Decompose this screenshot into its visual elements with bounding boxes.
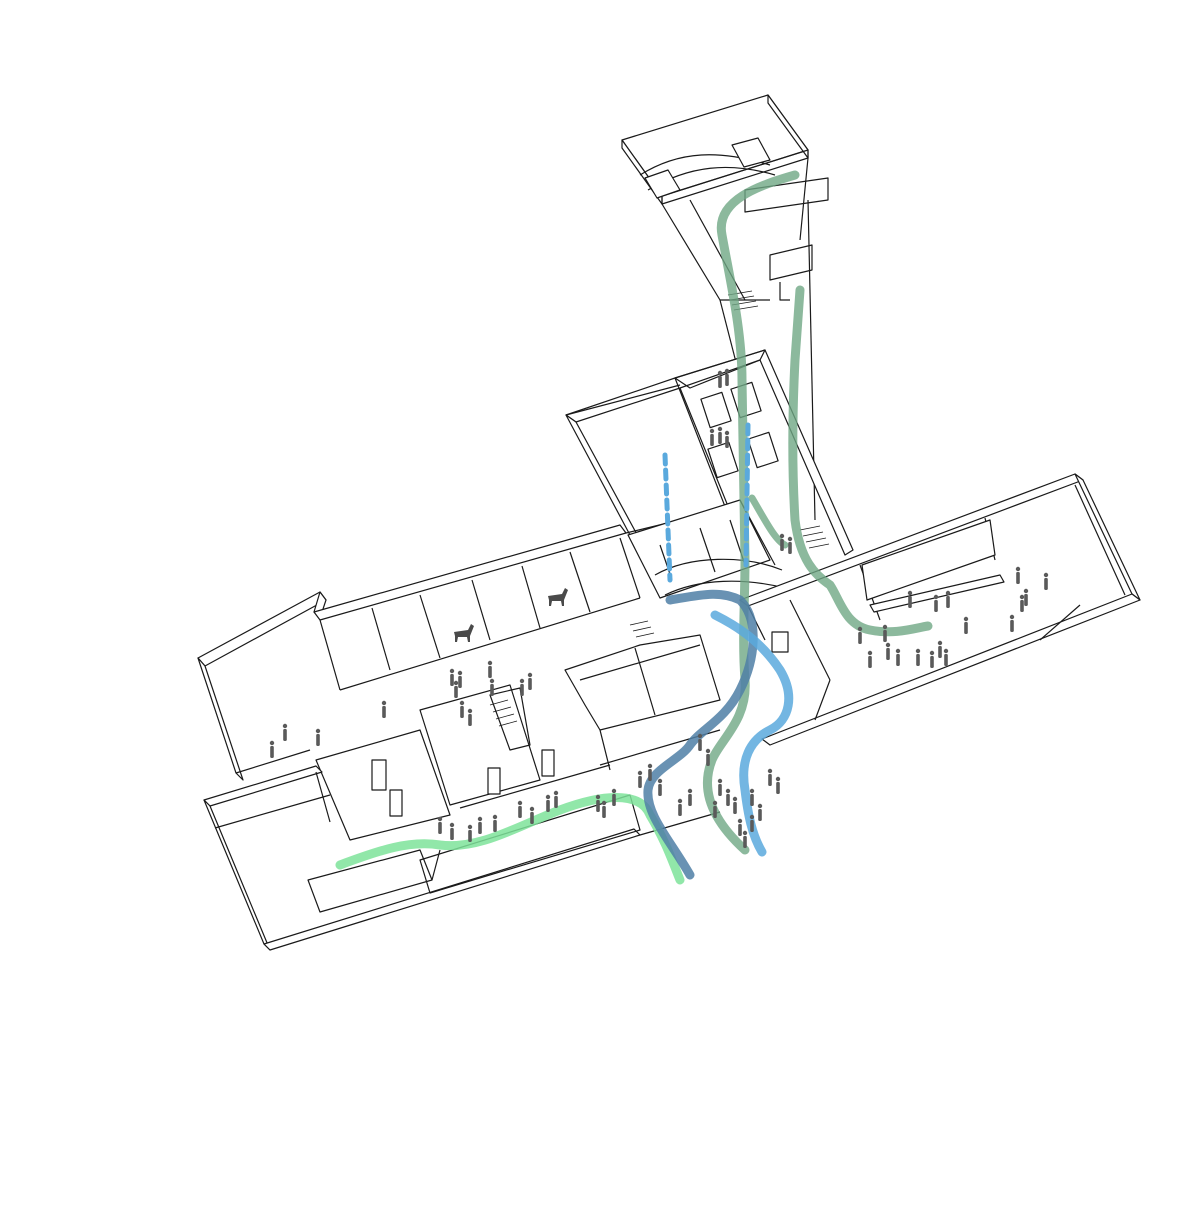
person-figure-icon — [595, 794, 601, 812]
horse-sculpture-icon — [548, 588, 568, 606]
person-figure-icon — [527, 672, 533, 690]
person-figure-icon — [767, 768, 773, 786]
person-figure-icon — [945, 590, 951, 608]
routes — [335, 170, 933, 885]
person-figure-icon — [459, 700, 465, 718]
route-light-blue — [710, 610, 794, 857]
core-rooms — [315, 634, 721, 841]
person-figure-icon — [857, 626, 863, 644]
person-figure-icon — [749, 814, 755, 832]
person-figure-icon — [787, 536, 793, 554]
person-figure-icon — [724, 368, 730, 386]
person-figure-icon — [717, 370, 723, 388]
person-figure-icon — [929, 650, 935, 668]
person-figure-icon — [529, 806, 535, 824]
person-figure-icon — [553, 790, 559, 808]
person-figure-icon — [757, 803, 763, 821]
person-figure-icon — [895, 648, 901, 666]
person-figure-icon — [742, 830, 748, 848]
building-walls — [197, 94, 1141, 951]
person-figure-icon — [282, 723, 288, 741]
person-figure-icon — [1009, 614, 1015, 632]
upper-middle-block — [565, 349, 854, 556]
person-figure-icon — [519, 678, 525, 696]
person-figure-icon — [867, 650, 873, 668]
left-wing — [197, 519, 681, 781]
person-figure-icon — [1015, 566, 1021, 584]
person-figure-icon — [737, 818, 743, 836]
person-figure-icon — [1043, 572, 1049, 590]
person-figure-icon — [963, 616, 969, 634]
person-figure-icon — [749, 788, 755, 806]
person-figure-icon — [637, 770, 643, 788]
horse-sculptures — [454, 588, 568, 642]
person-figure-icon — [687, 788, 693, 806]
person-figure-icon — [943, 648, 949, 666]
person-figure-icon — [449, 668, 455, 686]
person-figure-icon — [437, 816, 443, 834]
person-figure-icon — [449, 822, 455, 840]
person-figure-icon — [381, 700, 387, 718]
tower-annex — [621, 94, 829, 521]
person-figure-icon — [709, 428, 715, 446]
person-figure-icon — [705, 748, 711, 766]
person-figure-icon — [1019, 594, 1025, 612]
vertical-dashed-blue-a — [662, 452, 673, 583]
person-figure-icon — [467, 824, 473, 842]
person-figure-icon — [657, 778, 663, 796]
person-figure-icon — [933, 594, 939, 612]
person-figure-icon — [453, 680, 459, 698]
person-figure-icon — [885, 642, 891, 660]
person-figure-icon — [489, 678, 495, 696]
person-figure-icon — [315, 728, 321, 746]
person-figure-icon — [775, 776, 781, 794]
person-figure-icon — [601, 800, 607, 818]
person-figure-icon — [647, 763, 653, 781]
person-figure-icon — [717, 426, 723, 444]
person-figure-icon — [882, 624, 888, 642]
person-figure-icon — [915, 648, 921, 666]
person-figure-icon — [492, 814, 498, 832]
person-figure-icon — [677, 798, 683, 816]
person-figure-icon — [517, 800, 523, 818]
person-figure-icon — [457, 670, 463, 688]
route-dark-green-b — [788, 285, 933, 637]
horse-sculpture-icon — [454, 624, 474, 642]
person-figure-icon — [1023, 588, 1029, 606]
person-figure-icon — [545, 794, 551, 812]
person-figure-icon — [725, 788, 731, 806]
person-figure-icon — [907, 590, 913, 608]
lower-wing — [203, 729, 721, 951]
person-figure-icon — [487, 660, 493, 678]
person-figure-icon — [269, 740, 275, 758]
right-hall — [739, 473, 1141, 746]
route-dark-blue — [643, 589, 758, 880]
stairs — [489, 290, 830, 727]
person-figure-icon — [779, 533, 785, 551]
person-figure-icon — [732, 796, 738, 814]
person-figure-icon — [477, 816, 483, 834]
person-figure-icon — [697, 733, 703, 751]
vertical-dashed-blue-b — [743, 422, 751, 568]
person-figure-icon — [712, 800, 718, 818]
person-figure-icon — [717, 778, 723, 796]
people-layer — [269, 368, 1049, 848]
person-figure-icon — [467, 708, 473, 726]
person-figure-icon — [611, 788, 617, 806]
person-figure-icon — [937, 640, 943, 658]
person-figure-icon — [724, 430, 730, 448]
